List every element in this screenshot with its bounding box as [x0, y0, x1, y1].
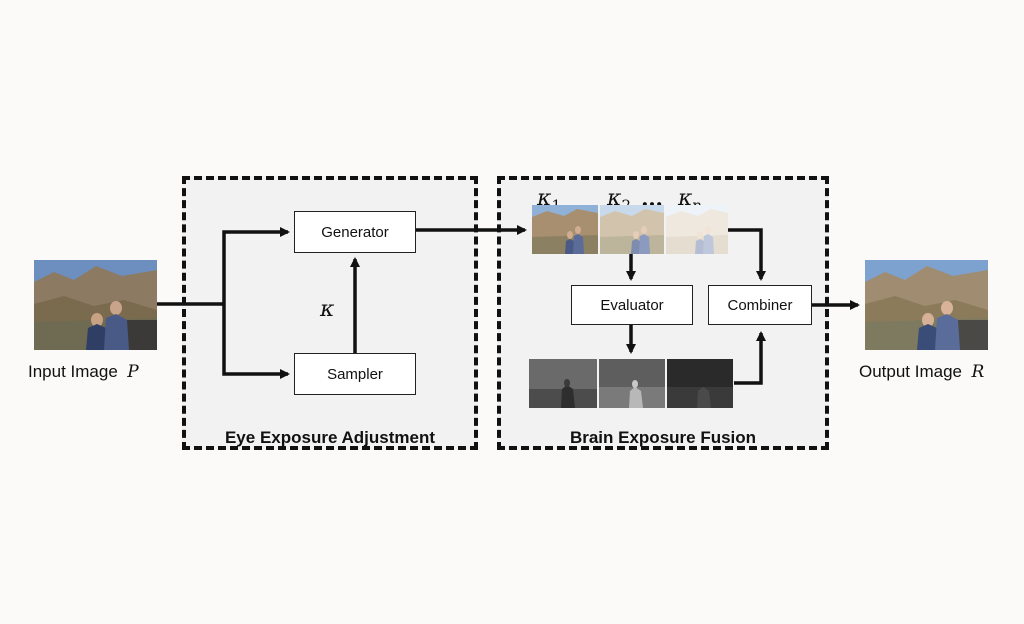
input-image — [34, 260, 157, 350]
arrow-split-to-generator — [222, 227, 290, 304]
output-caption: Output Image R — [859, 362, 985, 382]
evaluator-block: Evaluator — [571, 285, 693, 325]
weight-map-2 — [599, 359, 665, 408]
kappa-symbol: κ — [320, 297, 335, 322]
eye-group-title: Eye Exposure Adjustment — [224, 428, 436, 447]
brain-group-title: Brain Exposure Fusion — [569, 428, 757, 447]
generator-label: Generator — [321, 223, 389, 241]
sampler-label: Sampler — [327, 365, 383, 383]
combiner-block: Combiner — [708, 285, 812, 325]
exposure-n-image — [666, 205, 728, 254]
generator-block: Generator — [294, 211, 416, 253]
arrow-weights-to-combiner — [734, 331, 766, 385]
exposure-2-image — [600, 205, 664, 254]
arrow-split-to-sampler — [222, 304, 290, 379]
output-image — [865, 260, 988, 350]
combiner-label: Combiner — [727, 296, 793, 314]
arrow-exposures-to-combiner — [728, 228, 766, 281]
weight-map-1 — [529, 359, 597, 408]
exposure-1-image — [532, 205, 598, 254]
sampler-block: Sampler — [294, 353, 416, 395]
weight-map-n — [667, 359, 733, 408]
evaluator-label: Evaluator — [600, 296, 664, 314]
input-caption: Input Image P — [28, 362, 139, 382]
